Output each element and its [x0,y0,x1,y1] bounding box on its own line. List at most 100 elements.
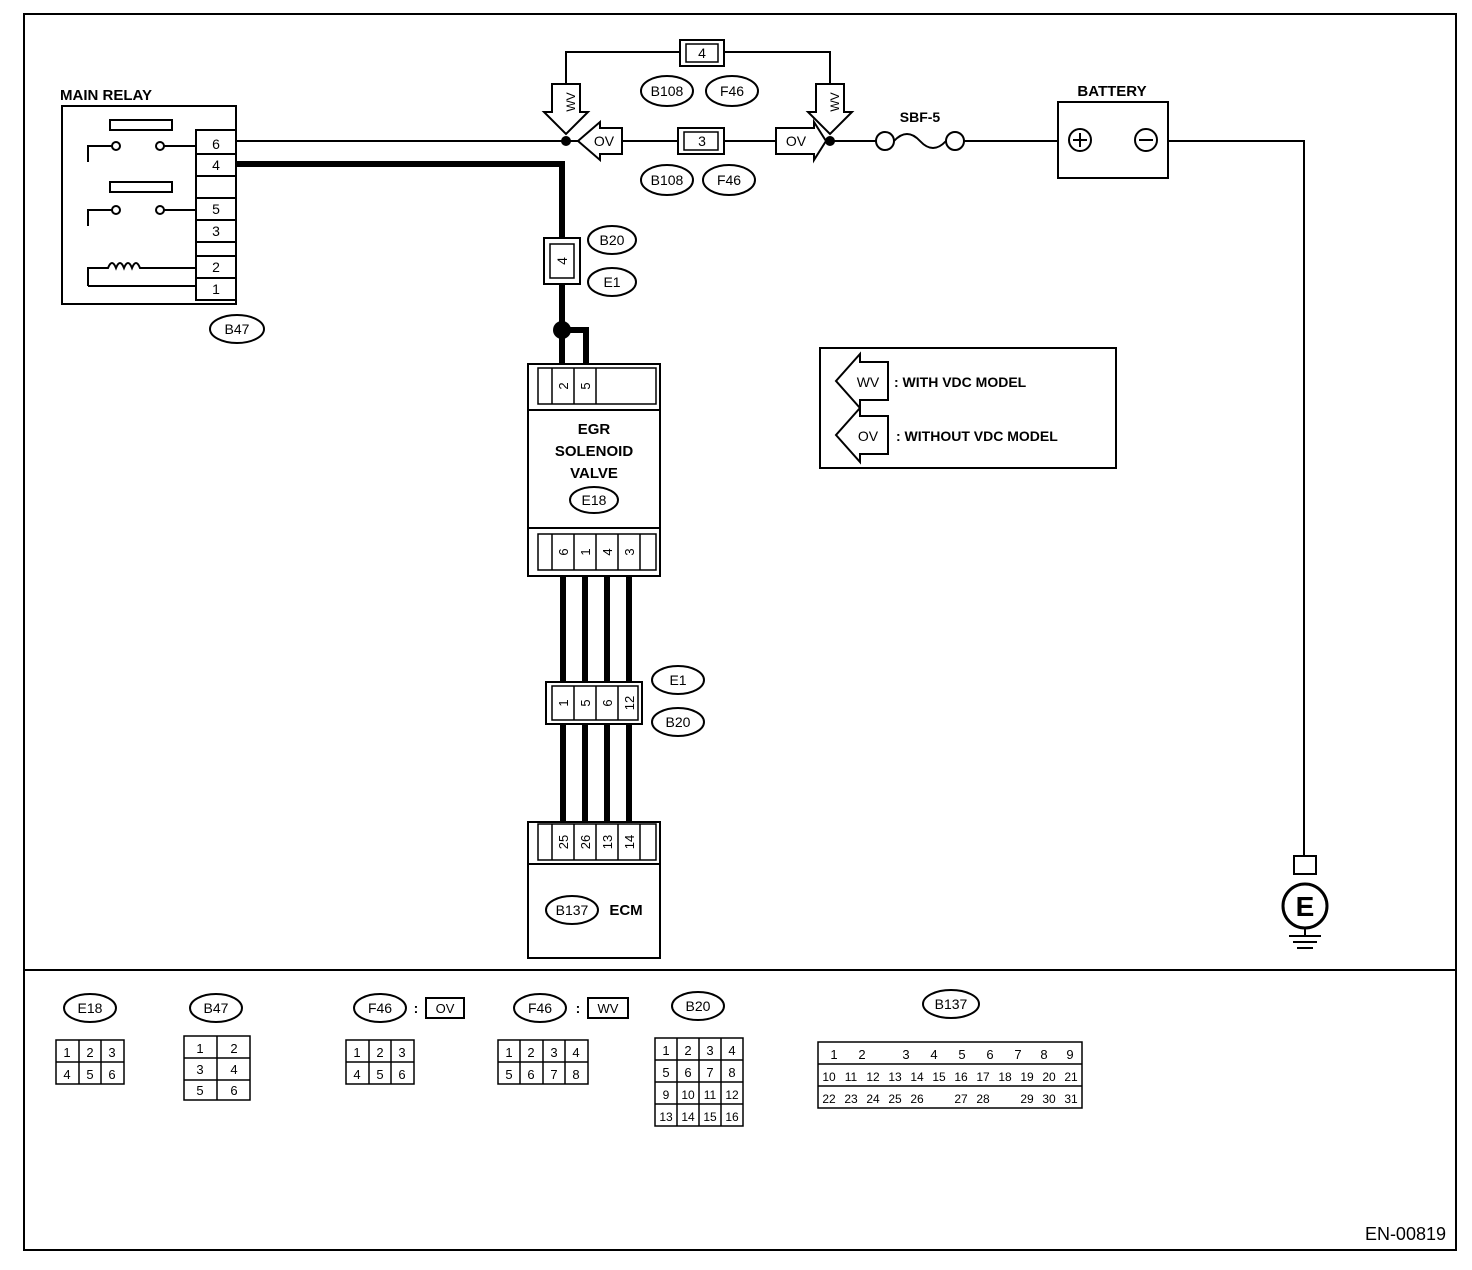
pin-number: 4 [572,1045,579,1060]
main-relay-label: MAIN RELAY [60,87,152,104]
pin-number: 1 [830,1047,837,1062]
connector-id-text: B137 [556,902,589,918]
connector-id-text: B20 [686,998,711,1014]
connector-id-e1: E1 [651,665,705,695]
b20-e1-lower-connector: 1 5 6 12 [545,681,643,725]
battery-label: BATTERY [1077,83,1146,100]
pin-number: 4 [728,1043,735,1058]
pin-number: 11 [704,1088,717,1102]
ov-tag: OV [594,133,615,149]
pin-number: 20 [1042,1070,1056,1084]
pin-number: 6 [108,1067,115,1082]
wv-connector: 4 [679,39,725,67]
wire-junction [553,321,571,339]
legend-wv-text: : WITH VDC MODEL [894,374,1027,390]
egr-label-line3: VALVE [570,465,618,482]
connector-view-b137: B137 1 2 3 4 5 6 7 8 9 10 11 12 13 14 15… [817,989,1083,1109]
relay-pin: 3 [212,223,220,239]
relay-pin: 2 [212,259,220,275]
pin-number: 2 [230,1041,237,1056]
connector-id-b47: B47 [209,314,265,344]
pin-number: 7 [550,1067,557,1082]
pin-number: 3 [196,1062,203,1077]
connector-pin: 14 [622,835,637,849]
connector-id-e1: E1 [587,267,637,297]
pin-number: 28 [976,1092,990,1106]
separator: : [414,1000,419,1016]
ground-label: E [1296,891,1315,922]
fuse-label: SBF-5 [900,109,941,125]
relay-pin: 5 [212,201,220,217]
connector-id-text: E1 [603,274,620,290]
ov-tag: OV [436,1001,455,1016]
connector-pin: 26 [578,835,593,849]
egr-label-line1: EGR [578,421,611,438]
pin-number: 1 [662,1043,669,1058]
pin-number: 5 [662,1065,669,1080]
connector-pin: 2 [556,382,571,389]
pin-number: 12 [866,1070,880,1084]
pin-number: 22 [822,1092,836,1106]
connector-pin: 5 [578,699,593,706]
pin-number: 4 [353,1067,360,1082]
connector-view-f46-wv: F46 : WV 1 2 3 4 5 6 7 8 [497,993,629,1085]
pin-number: 7 [706,1065,713,1080]
wv-tag: WV [598,1001,619,1016]
connector-id-text: B47 [204,1000,229,1016]
pin-number: 12 [725,1088,739,1102]
connector-view-b47: B47 1 2 3 4 5 6 [183,993,251,1101]
pin-number: 21 [1064,1070,1078,1084]
pin-number: 11 [845,1070,858,1084]
connector-pin: 12 [622,696,637,710]
pin-number: 31 [1064,1092,1078,1106]
connector-pin: 6 [600,699,615,706]
egr-label-line2: SOLENOID [555,443,634,460]
pin-number: 6 [684,1065,691,1080]
connector-id-b108: B108 [640,75,694,107]
pin-number: 15 [703,1110,717,1124]
pin-number: 10 [681,1088,695,1102]
connector-pin: 1 [578,548,593,555]
pin-number: 1 [505,1045,512,1060]
connector-pin: 3 [622,548,637,555]
connector-id-text: B20 [600,232,625,248]
connector-id-b20: B20 [587,225,637,255]
relay-pin: 1 [212,281,220,297]
pin-number: 9 [663,1088,670,1102]
pin-number: 27 [954,1092,968,1106]
diagram-frame [23,13,1457,1251]
pin-number: 3 [398,1045,405,1060]
pin-number: 2 [858,1047,865,1062]
connector-id-text: B137 [935,996,968,1012]
pin-number: 7 [1014,1047,1021,1062]
pin-number: 14 [681,1110,695,1124]
pin-number: 1 [63,1045,70,1060]
ov-tag: OV [786,133,807,149]
legend-ov-text: : WITHOUT VDC MODEL [896,428,1058,444]
pin-number: 13 [659,1110,673,1124]
wv-arrow-right: WV [805,83,855,136]
ov-arrow-left: OV [576,119,623,163]
pin-number: 4 [230,1062,237,1077]
connector-id-text: F46 [528,1000,552,1016]
pin-number: 6 [230,1083,237,1098]
pin-number: 26 [910,1092,924,1106]
pin-number: 19 [1020,1070,1034,1084]
pin-number: 29 [1020,1092,1034,1106]
pin-number: 2 [684,1043,691,1058]
pin-number: 17 [976,1070,990,1084]
connector-pin: 1 [556,699,571,706]
pin-number: 23 [844,1092,858,1106]
connector-id-text: F46 [720,83,744,99]
connector-id-text: B47 [225,321,250,337]
pin-number: 24 [866,1092,880,1106]
ov-arrow-right: OV [775,118,828,164]
connector-view-e18: E18 1 2 3 4 5 6 [55,993,125,1085]
separator: : [576,1000,581,1016]
pin-number: 30 [1042,1092,1056,1106]
pin-number: 5 [505,1067,512,1082]
wv-tag: WV [564,92,578,111]
legend-wv-tag: WV [857,374,880,390]
pin-number: 1 [353,1045,360,1060]
pin-number: 3 [108,1045,115,1060]
